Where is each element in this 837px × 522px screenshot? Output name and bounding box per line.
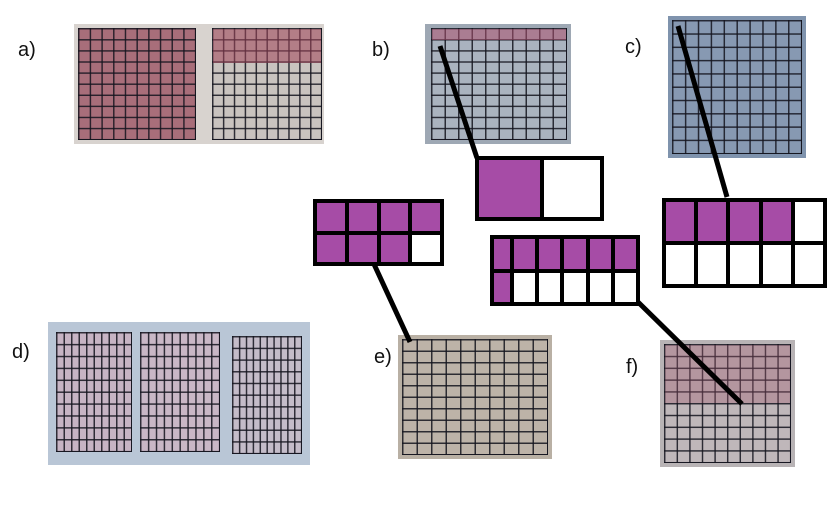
label-a: a) (18, 39, 36, 61)
photo-d (48, 322, 310, 465)
fraction-cell-unshaded (589, 272, 611, 302)
fraction-cell-unshaded (539, 272, 561, 302)
fraction-cell-shaded (380, 234, 409, 262)
hundred-grid-f (664, 344, 791, 463)
hundred-grid-d-2 (140, 332, 220, 452)
connector-c (675, 25, 730, 198)
fraction-cell-unshaded (794, 245, 823, 284)
photo-e (398, 335, 552, 459)
photo-f (660, 340, 795, 467)
fraction-cell-shaded (513, 239, 536, 269)
fraction-cell-shaded (380, 203, 409, 231)
shaded-region-f (665, 345, 790, 403)
shaded-region-a-right (213, 29, 321, 63)
connector-f (636, 300, 744, 406)
fraction-cell-shaded (614, 239, 636, 269)
fraction-cell-shaded (317, 203, 345, 231)
hundred-grid-d-1 (56, 332, 132, 452)
fraction-cell-shaded (730, 202, 759, 241)
label-c: c) (625, 36, 642, 58)
fraction-cell-unshaded (762, 245, 791, 284)
hundred-grid-e (402, 339, 548, 455)
fraction-cell-unshaded (666, 245, 695, 284)
fraction-cell-shaded (479, 160, 541, 217)
connector-b (437, 45, 480, 159)
fraction-cell-unshaded (794, 202, 823, 241)
fraction-model-c (662, 198, 827, 288)
fraction-cell-unshaded (564, 272, 586, 302)
hundred-grid-a-left (78, 28, 196, 140)
fraction-cell-unshaded (412, 234, 440, 262)
fraction-model-b (475, 156, 604, 221)
label-e: e) (374, 346, 392, 368)
fraction-cell-unshaded (614, 272, 636, 302)
fraction-model-e (313, 199, 444, 266)
fraction-cell-shaded (412, 203, 440, 231)
fraction-model-f (490, 235, 640, 306)
fraction-cell-unshaded (513, 272, 536, 302)
fraction-cell-shaded (539, 239, 561, 269)
fraction-cell-unshaded (730, 245, 759, 284)
hundred-grid-d-3 (232, 336, 302, 454)
fraction-cell-shaded (317, 234, 345, 262)
fraction-cell-shaded (589, 239, 611, 269)
hundred-grid-b (431, 28, 567, 140)
fraction-cell-shaded (494, 272, 510, 302)
photo-b (425, 24, 571, 144)
shaded-row-b (432, 29, 566, 40)
fraction-cell-shaded (348, 234, 377, 262)
fraction-cell-shaded (564, 239, 586, 269)
fraction-cell-unshaded (698, 245, 727, 284)
connector-e (370, 260, 413, 344)
fraction-cell-shaded (698, 202, 727, 241)
fraction-cell-shaded (762, 202, 791, 241)
fraction-cell-shaded (494, 239, 510, 269)
fraction-cell-shaded (348, 203, 377, 231)
label-b: b) (372, 39, 390, 61)
photo-a (74, 24, 324, 144)
label-d: d) (12, 341, 30, 363)
fraction-cell-unshaded (544, 160, 600, 217)
label-f: f) (626, 356, 639, 378)
fraction-cell-shaded (666, 202, 695, 241)
